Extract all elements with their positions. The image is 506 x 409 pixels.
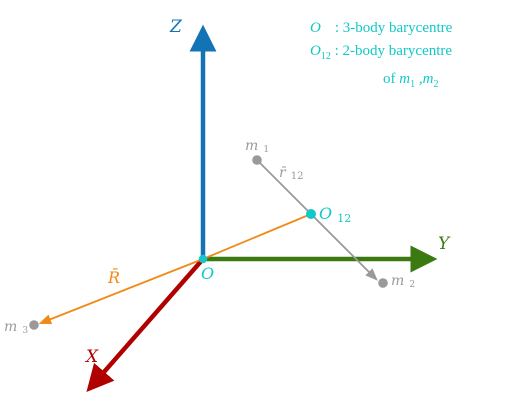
o12-label-main: O [319,204,332,223]
legend-sep: , [415,71,423,87]
legend-o12-symbol: O [310,43,321,59]
r12-vector [256,159,378,281]
m1-label-sub: 1 [263,145,269,155]
m1-label-main: m [245,138,258,154]
legend-line-2body: O12 : 2-body barycentre [310,40,452,68]
legend-line-masses: of m1 ,m2 [310,68,452,96]
legend-m2-sub: 2 [433,79,439,90]
o12-label-sub: 12 [337,212,351,225]
x-axis-label: X [84,347,99,367]
m3-label-main: m [4,319,17,335]
origin-label: O [201,264,214,283]
o12-label: O 12 [319,204,351,225]
o12-point [306,209,316,219]
r-vector [38,258,204,324]
z-axis-label: Z [169,17,183,37]
legend-o-symbol: O [310,20,321,36]
m2-point [378,278,388,288]
legend: O: 3-body barycentre O12 : 2-body baryce… [310,17,452,96]
m3-label: m 3 [4,316,28,336]
m2-label-sub: 2 [409,280,415,290]
legend-of: of [383,71,400,87]
legend-line-3body: O : 3-body barycentre [310,17,452,40]
origin-point [198,254,208,264]
o12-to-origin-line [202,213,312,260]
r12-label-main: r̄ [279,165,287,181]
m2-label: m 2 [391,270,415,290]
m1-label: m 1 [245,135,269,155]
m1-point [252,155,262,165]
m3-point [29,320,39,330]
legend-m2: m [422,71,434,87]
r-label: R̄ [107,266,120,287]
legend-o12-sub: 12 [320,51,331,62]
legend-2body-text: : 2-body barycentre [334,43,453,59]
r12-label: r̄ 12 [279,162,304,182]
m2-label-main: m [391,273,404,289]
legend-m1-sub: 1 [410,79,416,90]
x-axis [86,257,205,393]
legend-m1: m [399,71,411,87]
legend-3body-text: : 3-body barycentre [334,20,453,36]
r12-label-sub: 12 [291,171,304,182]
m3-label-sub: 3 [22,326,28,336]
y-axis-label: Y [438,234,451,254]
